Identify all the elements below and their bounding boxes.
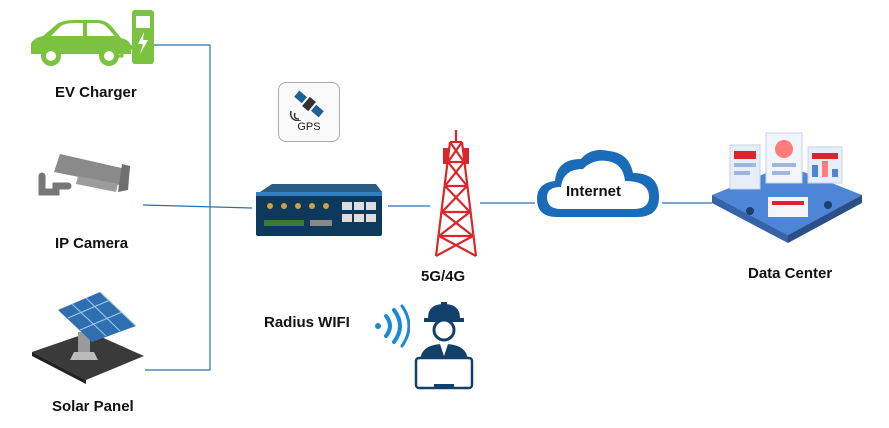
- cctv-camera-icon: [38, 154, 130, 196]
- solar-panel-label: Solar Panel: [52, 398, 134, 415]
- data-center-icon: [712, 132, 862, 243]
- gps-box: GPS: [278, 82, 340, 142]
- internet-label: Internet: [566, 183, 622, 200]
- cell-tower-icon: [434, 130, 478, 257]
- cloud-icon: [537, 150, 659, 217]
- gps-satellite-icon: [289, 90, 324, 121]
- data-center-label: Data Center: [748, 265, 833, 282]
- wifi-signal-icon: [375, 304, 410, 348]
- worker-laptop-icon: [414, 302, 474, 390]
- solar-panel-icon: [32, 291, 144, 384]
- ip-camera-label: IP Camera: [55, 235, 129, 252]
- line-ip-camera: [142, 204, 253, 209]
- router-icon: [256, 184, 382, 236]
- radius-wifi-label: Radius WIFI: [264, 314, 350, 331]
- ev-car-icon: [31, 20, 137, 66]
- ev-charger-label: EV Charger: [55, 84, 137, 101]
- tower-label: 5G/4G: [421, 268, 466, 285]
- charging-station-icon: [118, 10, 154, 64]
- gps-label: GPS: [297, 121, 321, 133]
- line-ev-charger: [145, 44, 211, 371]
